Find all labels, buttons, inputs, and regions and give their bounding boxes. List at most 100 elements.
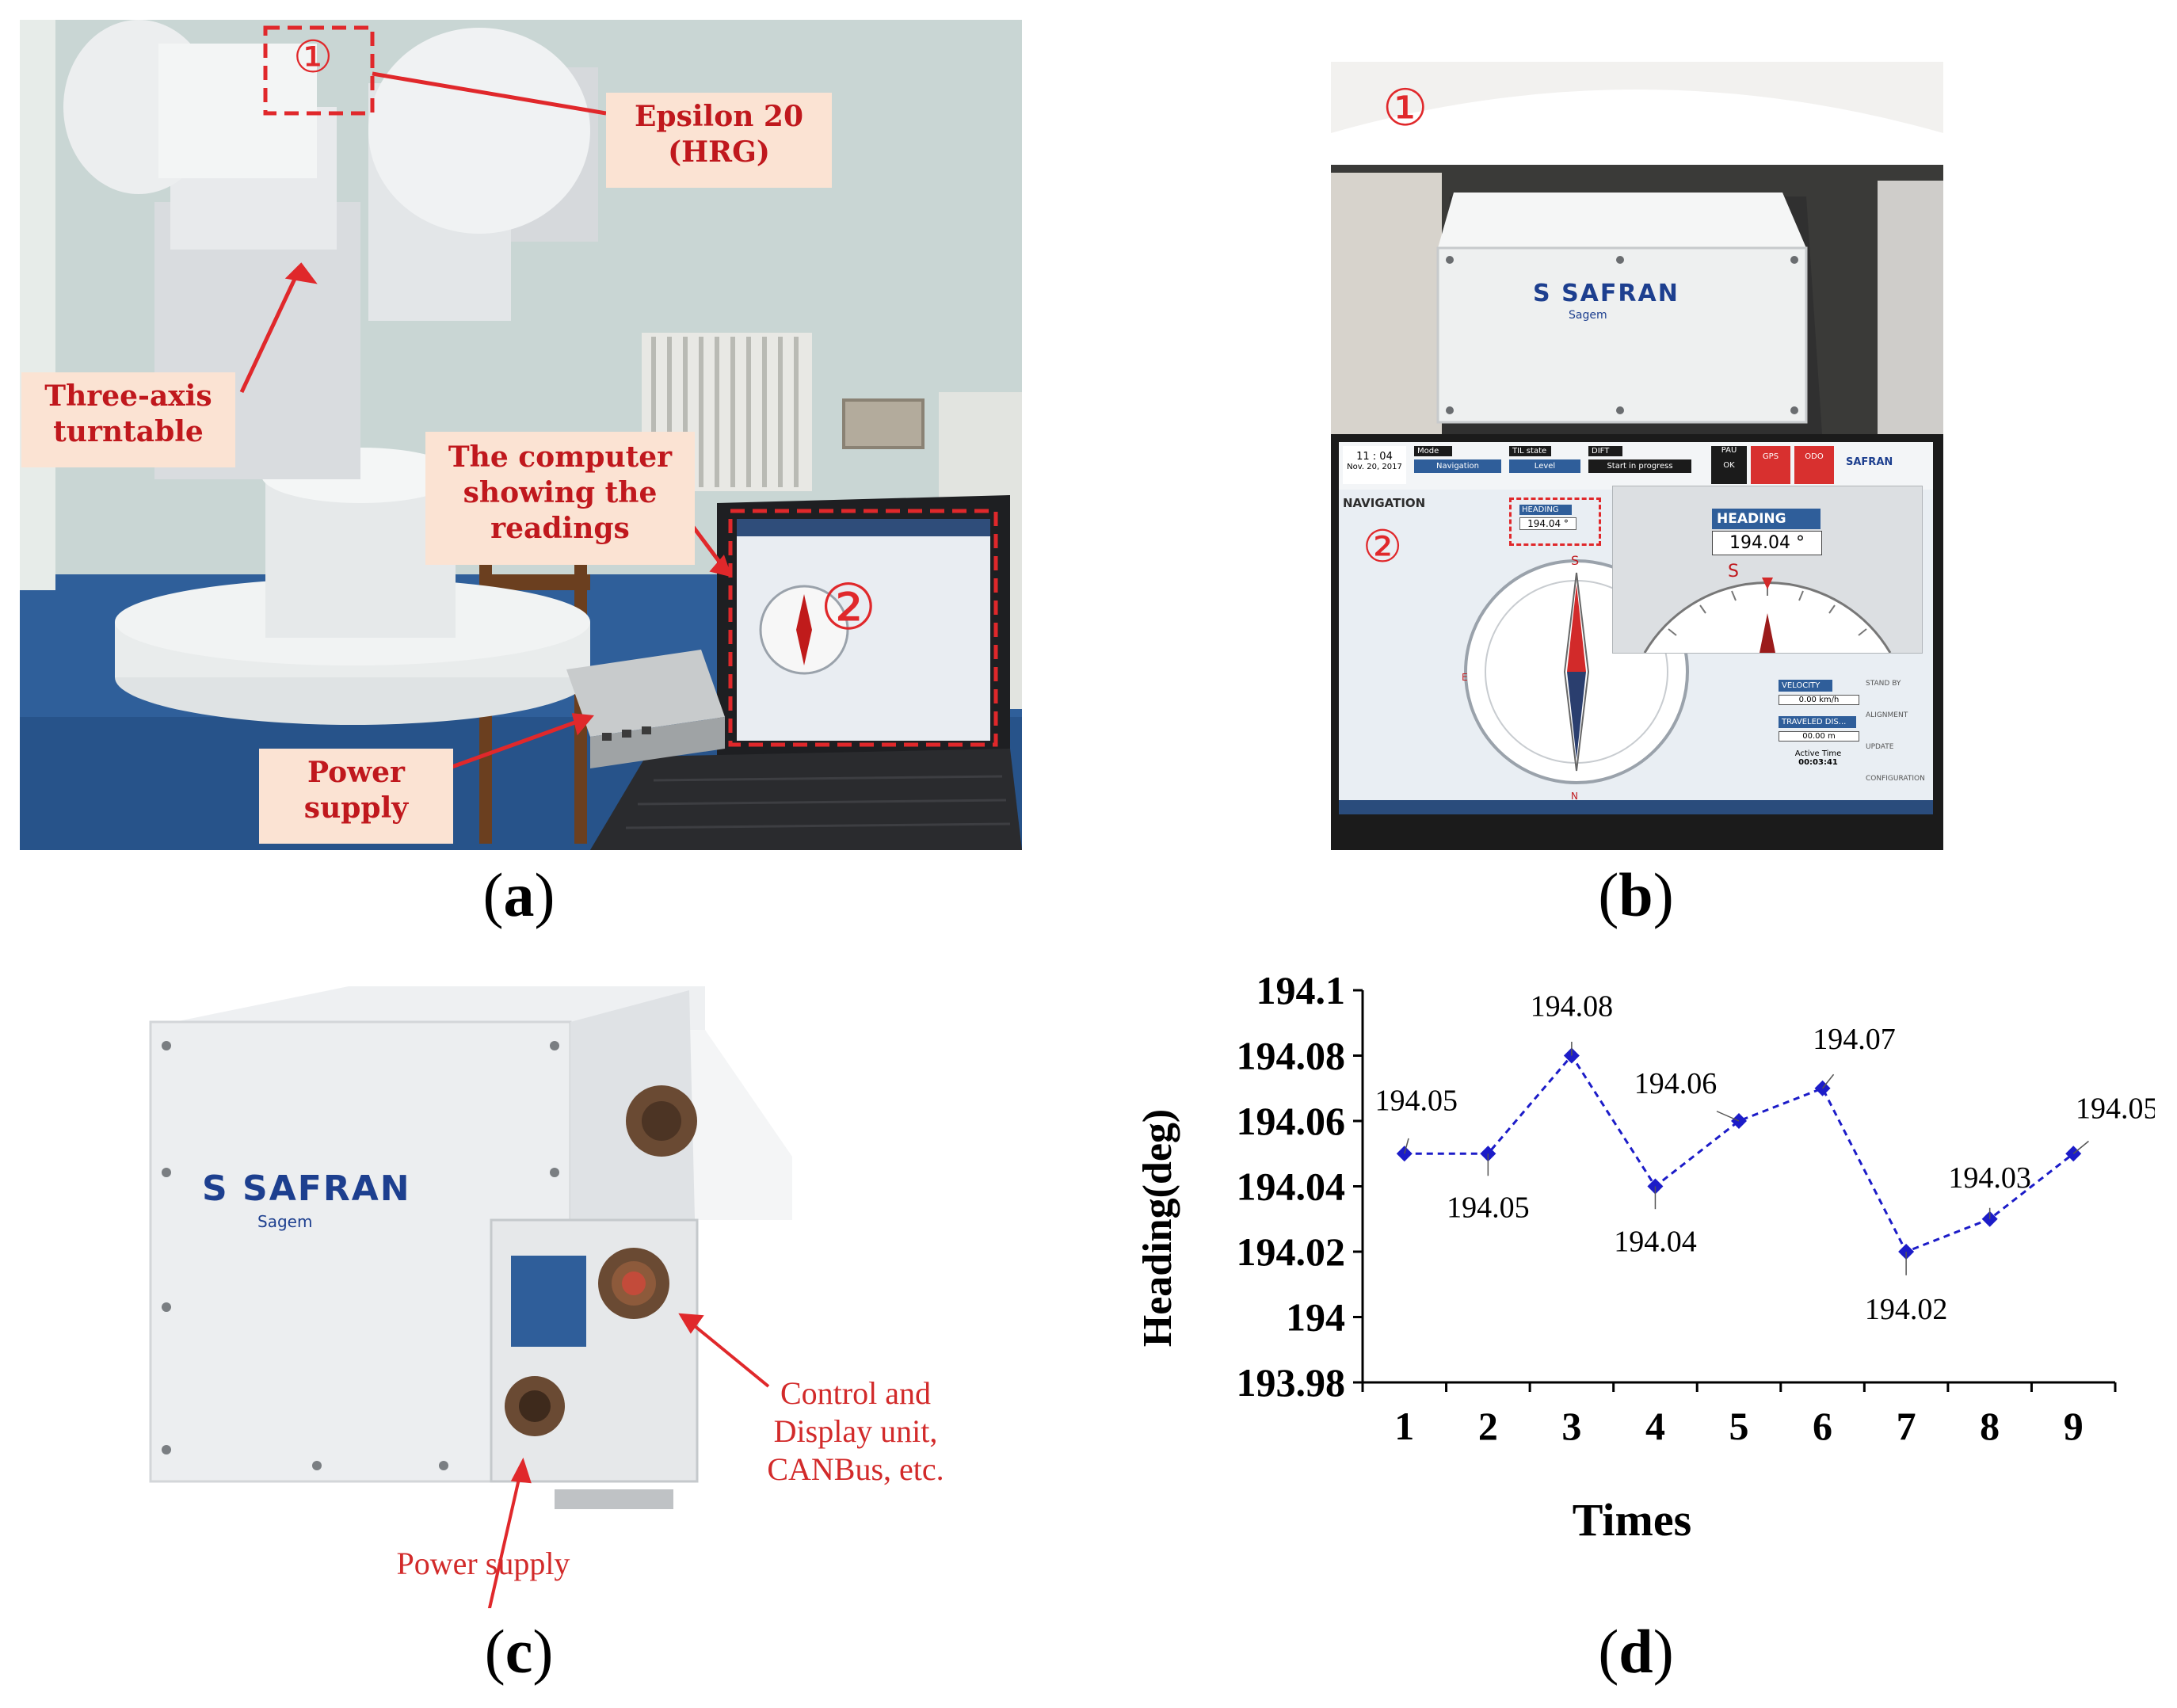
date-value: Nov. 20, 2017: [1347, 463, 1402, 471]
velocity-box: VELOCITY 0.00 km/h TRAVELED DIS... 00.00…: [1779, 680, 1889, 767]
x-tick-label: 6: [1813, 1404, 1832, 1448]
time-box: 11 : 04 Nov. 20, 2017: [1343, 446, 1406, 484]
panel-a-letter: a: [503, 860, 535, 929]
gps-status[interactable]: GPS: [1751, 446, 1790, 484]
data-label: 194.06: [1634, 1067, 1718, 1100]
callout-three-axis-turntable: Three-axis turntable: [21, 372, 235, 467]
data-label: 194.08: [1531, 990, 1614, 1024]
data-label: 194.05: [1375, 1084, 1458, 1117]
callout-epsilon-hrg: Epsilon 20 (HRG): [606, 93, 832, 188]
pau-box: PAU OK: [1711, 446, 1747, 484]
navigation-title: NAVIGATION: [1343, 496, 1426, 510]
heading-zoom-inset: HEADING 194.04 ° S: [1612, 486, 1923, 654]
heading-small-label: HEADING: [1519, 505, 1572, 515]
time-value: 11 : 04: [1356, 451, 1393, 463]
pau-label: PAU: [1721, 446, 1737, 455]
panel-c-photo: S SAFRAN Sagem Control and Display unit,…: [79, 974, 974, 1608]
callout-computer-line1: The computer: [448, 440, 673, 474]
panel-b-circle-1: ①: [1382, 79, 1428, 138]
chart-xlabel: Times: [1573, 1494, 1691, 1546]
panel-b-circle-2: ②: [1363, 521, 1403, 573]
annotation-control-line1: Control and: [780, 1375, 931, 1411]
panel-b-brand-name: SAFRAN: [1561, 280, 1679, 307]
menu-update[interactable]: UPDATE: [1866, 743, 1894, 751]
heading-label: HEADING: [1712, 509, 1821, 529]
data-label: 194.07: [1813, 1023, 1896, 1056]
side-menu: STAND BY ALIGNMENT UPDATE CONFIGURATION: [1866, 680, 1933, 806]
x-tick-label: 7: [1897, 1404, 1916, 1448]
chart-ylabel: Heading(deg): [1135, 1109, 1180, 1347]
y-tick-label: 194.08: [1237, 1034, 1346, 1078]
data-label-leader: [1404, 1138, 1409, 1154]
ins-state-box: TIL state Level: [1509, 446, 1580, 484]
panel-a-photo: ① ② Epsilon 20 (HRG) Three-axis turntabl…: [20, 20, 1022, 850]
screen-brand: SAFRAN: [1846, 456, 1893, 468]
panel-c-brand-name: SAFRAN: [242, 1169, 411, 1209]
menu-configuration[interactable]: CONFIGURATION: [1866, 775, 1925, 783]
ins-state-value[interactable]: Level: [1509, 459, 1580, 473]
nav-screen-display: 11 : 04 Nov. 20, 2017 Mode Navigation TI…: [1339, 442, 1933, 814]
heading-small-value: 194.04 °: [1519, 517, 1577, 530]
active-time-label: Active Time: [1794, 749, 1842, 758]
panel-b-label: (b): [1598, 860, 1674, 929]
callout-epsilon-line1: Epsilon 20: [634, 100, 804, 133]
y-tick-label: 194.1: [1256, 968, 1346, 1012]
taskbar: [1339, 800, 1933, 814]
panel-a-label: (a): [482, 860, 555, 929]
y-tick-label: 194.02: [1237, 1230, 1346, 1274]
heading-value: 194.04 °: [1712, 531, 1822, 555]
callout-computer: The computer showing the readings: [425, 432, 695, 565]
data-label-leader: [1821, 1073, 1835, 1089]
nav-screen: 11 : 04 Nov. 20, 2017 Mode Navigation TI…: [1331, 434, 1943, 850]
callout-computer-line3: readings: [490, 512, 630, 545]
dift-value[interactable]: Start in progress: [1588, 459, 1691, 473]
panel-b-photo: S SAFRAN Sagem ① 11 : 04 Nov. 20, 2017 M…: [1331, 62, 1943, 850]
series-line: [1404, 1053, 2075, 1253]
x-tick-label: 3: [1561, 1404, 1581, 1448]
circle-marker-2: ②: [820, 570, 877, 644]
velocity-value: 0.00 km/h: [1779, 695, 1859, 705]
panel-b-brand: S SAFRAN: [1533, 280, 1679, 307]
safran-logo-icon-c: S: [202, 1169, 243, 1209]
turntable-arm: [63, 20, 598, 479]
panel-c-unit-drawing: [149, 986, 792, 1608]
circle-marker-1: ①: [293, 32, 334, 83]
annotation-control-line2: Display unit,: [773, 1413, 938, 1449]
safran-logo-icon: S: [1533, 280, 1562, 307]
data-label: 194.04: [1614, 1226, 1696, 1259]
mode-label: Mode: [1414, 446, 1452, 456]
panel-d-letter: d: [1618, 1617, 1653, 1686]
x-tick-label: 1: [1394, 1404, 1414, 1448]
status-bar: 11 : 04 Nov. 20, 2017 Mode Navigation TI…: [1339, 442, 1933, 490]
panel-a-photo-drawing: [20, 20, 1022, 850]
data-label: 194.05: [1447, 1191, 1530, 1224]
odo-status[interactable]: ODO: [1794, 446, 1834, 484]
velocity-label: VELOCITY: [1779, 680, 1832, 692]
computer-highlight-box: [728, 509, 998, 747]
data-label: 194.05: [2076, 1092, 2155, 1125]
panel-c-label: (c): [484, 1617, 554, 1686]
menu-stand-by[interactable]: STAND BY: [1866, 680, 1901, 688]
x-tick-label: 5: [1729, 1404, 1749, 1448]
panel-b-device-drawing: [1331, 62, 1943, 434]
data-label: 194.03: [1948, 1161, 2031, 1195]
panel-b-brand-sub: Sagem: [1569, 309, 1607, 322]
data-label-leader: [1716, 1111, 1740, 1122]
callout-epsilon-line2: (HRG): [668, 135, 770, 169]
hrg-highlight-box: [263, 25, 375, 116]
compass-s: S: [1571, 553, 1580, 568]
mode-value[interactable]: Navigation: [1414, 459, 1501, 473]
x-tick-label: 4: [1645, 1404, 1665, 1448]
heading-scale-arc: [1643, 578, 1892, 653]
distance-label: TRAVELED DIS...: [1779, 716, 1856, 728]
annotation-control-line3: CANBus, etc.: [767, 1451, 944, 1487]
callout-turntable-line1: Three-axis: [44, 379, 212, 413]
heading-small-box: HEADING 194.04 °: [1509, 498, 1601, 546]
power-supply-box: [566, 650, 725, 768]
x-tick-label: 9: [2064, 1404, 2084, 1448]
ins-state-label: TIL state: [1509, 446, 1551, 456]
y-tick-label: 194.04: [1237, 1165, 1346, 1209]
panel-c-letter: c: [505, 1617, 533, 1686]
menu-alignment[interactable]: ALIGNMENT: [1866, 711, 1908, 719]
